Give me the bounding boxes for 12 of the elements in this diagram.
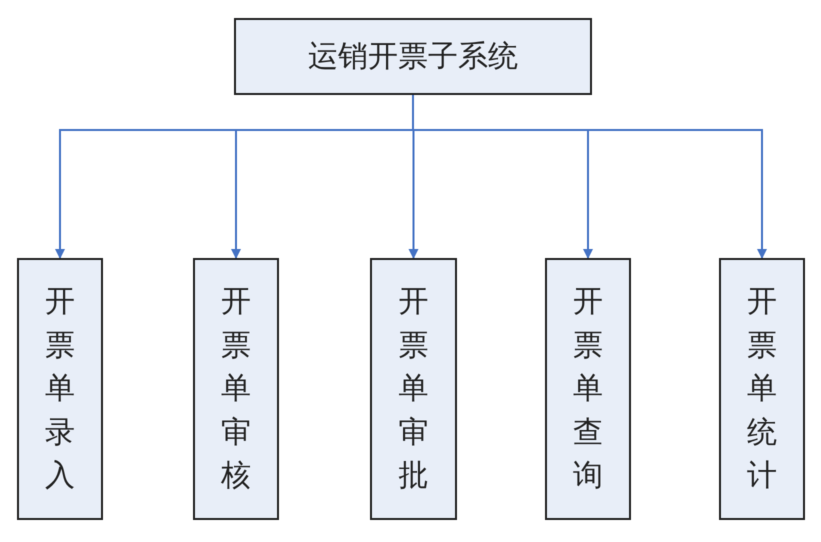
module-label: 开票单审核: [221, 283, 251, 496]
module-label: 开票单审批: [398, 283, 428, 496]
module-label: 开票单统计: [747, 283, 777, 496]
module-label: 开票单查询: [573, 283, 603, 496]
module-box: [370, 258, 457, 520]
system-title: 运销开票子系统: [308, 38, 518, 76]
module-box: [193, 258, 279, 520]
module-box: [545, 258, 631, 520]
system-box: [234, 18, 592, 95]
module-box: [17, 258, 103, 520]
module-box: [719, 258, 805, 520]
module-label: 开票单录入: [45, 283, 75, 496]
